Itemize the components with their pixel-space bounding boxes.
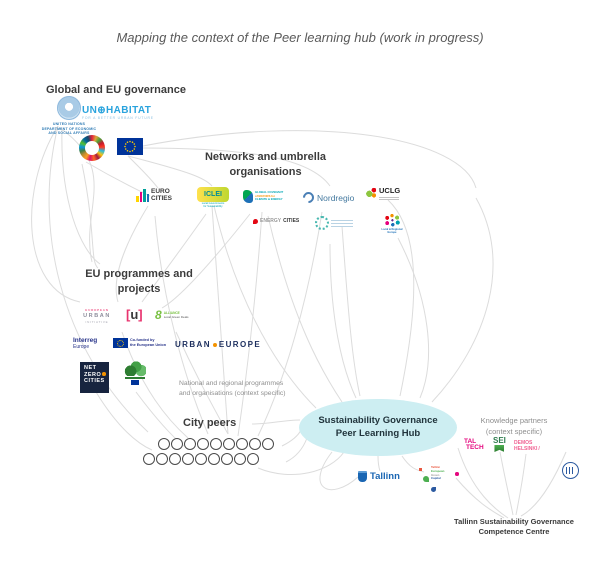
green-loop-icon: 8 [155,308,162,322]
heading-eu-programmes: EU programmes and projects [85,268,193,295]
emblem-text-lines [331,218,353,229]
eu-mini-flag-icon [113,338,128,348]
city-peer-circle [249,438,261,450]
uclg-logo: UCLG [366,187,400,202]
cofunded-eu-logo: Co-funded by the European Union [113,338,166,348]
city-peer-circle [221,453,233,465]
uclg-icon [366,187,377,198]
iclei-logo: ICLEI Local Governments for Sustainabili… [195,187,231,208]
city-peer-circle [156,453,168,465]
energy-cities-icon [253,218,258,224]
cemr-local-regional-europe-logo: Local & Regional Europe [376,214,408,235]
city-peers-row-2 [143,453,259,465]
netzerocities-logo: NET ZERO CITIES [80,362,109,393]
nordregio-logo: Nordregio [300,189,354,206]
city-peer-circle [236,438,248,450]
competence-centre-label: Tallinn Sustainability Governance Compet… [454,517,574,536]
city-peer-circle [262,438,274,450]
global-covenant-of-mayors-logo: GLOBAL COVENANT of MAYORS for CLIMATE & … [243,190,283,203]
circular-emblem-icon [315,216,329,230]
european-urban-initiative-logo: EUROPEAN URBAN INITIATIVE [83,308,111,324]
city-peer-circle [184,438,196,450]
heading-knowledge-partners: Knowledge partners (context specific) [480,416,548,436]
city-peer-circle [182,453,194,465]
european-green-capital-logo [120,360,150,385]
eurocities-bars-icon [136,189,149,202]
interreg-europe-logo: Interreg Europe [73,337,98,350]
city-peer-circle [223,438,235,450]
city-peer-circle [195,453,207,465]
cemr-dots-icon [384,214,400,227]
city-peer-circle [158,438,170,450]
heading-networks: Networks and umbrella organisations [204,151,327,178]
city-peers-row-1 [158,438,274,450]
green-leaf-icon [124,360,146,376]
urban-europe-logo: URBAN EUROPE [175,340,262,349]
heading-city-peers: City peers [183,417,237,429]
city-peer-circle [208,453,220,465]
un-habitat-tagline: FOR A BETTER URBAN FUTURE [82,116,154,120]
urbact-logo: [u] [126,307,143,322]
eurocities-logo: EURO CITIES [136,188,172,202]
city-peer-circle [143,453,155,465]
energy-cities-logo: ENERGY CITIES [253,218,299,224]
city-peer-circle [197,438,209,450]
tallinn-city-logo: Tallinn [358,471,400,482]
red-square-icon [419,468,422,471]
city-peer-circle [169,453,181,465]
city-peer-circle [247,453,259,465]
pink-dot-icon [455,472,459,476]
orange-dot-icon [212,342,217,347]
university-emblem-logo [562,462,579,479]
city-peer-circle [234,453,246,465]
tallinn-european-green-capital-logo: Tallinn European Green Capital [417,465,459,497]
un-desa-logo: UNITED NATIONS DEPARTMENT OF ECONOMIC AN… [38,96,100,136]
nordregio-icon [300,189,317,206]
heading-global-eu-governance: Global and EU governance [46,84,186,96]
iclei-wordmark: ICLEI [197,187,229,202]
green-blob-icon [423,476,429,482]
tallinn-shield-icon [358,471,367,482]
un-desa-label: UNITED NATIONS [52,122,86,126]
un-emblem-icon [57,96,81,120]
un-habitat-wordmark: UN⊕HABITAT [82,105,152,116]
blue-blob-icon [431,487,436,492]
eu-flag-icon [117,138,143,155]
un-desa-label: AND SOCIAL AFFAIRS [48,131,90,136]
demos-helsinki-logo: DEMOS HELSINKI [514,440,540,453]
un-habitat-logo: UN⊕HABITAT FOR A BETTER URBAN FUTURE [82,105,154,120]
eu-mini-flag-icon [131,379,139,385]
sei-logo: SEI [493,437,506,452]
city-peer-circle [210,438,222,450]
taltech-logo: TAL TECH [464,438,484,451]
diagram-title: Mapping the context of the Peer learning… [116,30,484,45]
national-programmes-note: National and regional programmes and org… [179,380,286,397]
un-desa-label: DEPARTMENT OF ECONOMIC [41,126,97,131]
gcom-icon [243,190,253,203]
sdg-wheel-icon [79,135,105,161]
city-peer-circle [171,438,183,450]
circular-network-emblem-logo [315,216,353,230]
sei-pennant-icon [494,445,505,452]
uclg-subtext-lines [379,196,400,200]
local-green-deals-logo: 8 ALLIANCE Local Green Deals [155,308,189,322]
peer-learning-hub-ellipse: Sustainability Governance Peer Learning … [299,399,457,456]
